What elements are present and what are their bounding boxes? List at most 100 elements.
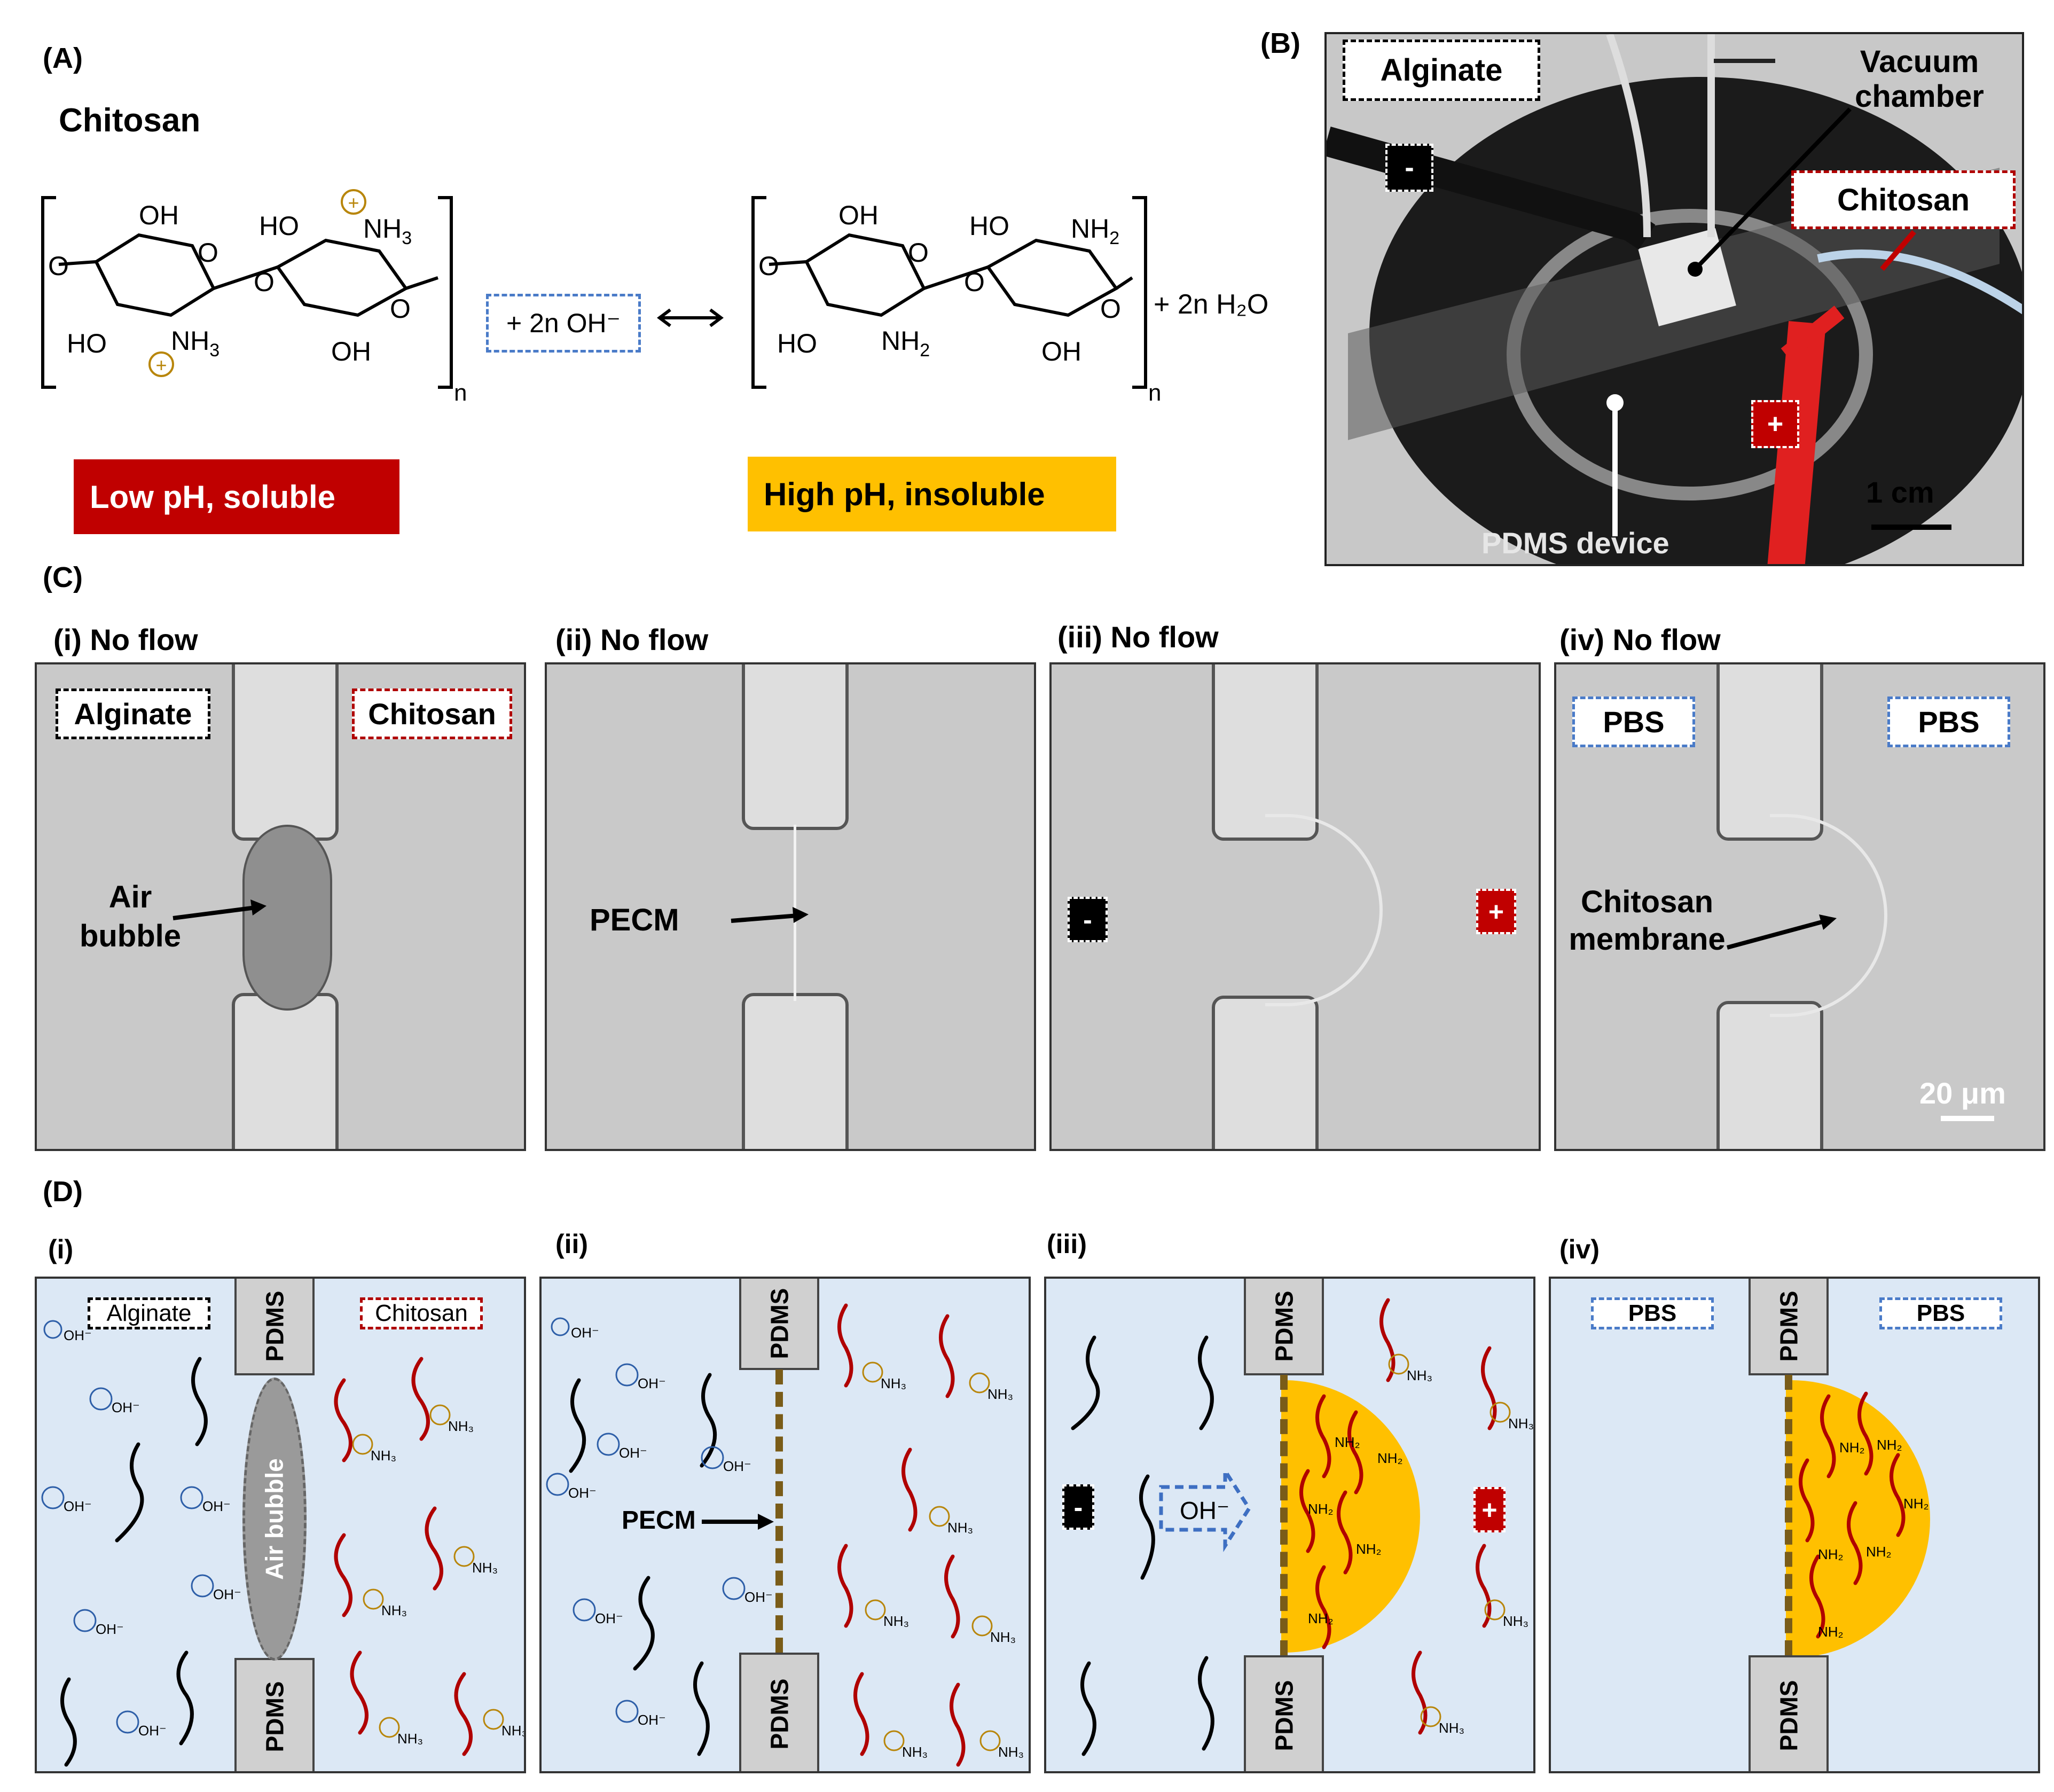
c-title-3: (iii) No flow bbox=[1057, 620, 1219, 654]
svg-text:NH₃: NH₃ bbox=[448, 1418, 474, 1434]
svg-text:NH₃: NH₃ bbox=[472, 1560, 498, 1576]
svg-text:NH₂: NH₂ bbox=[1377, 1450, 1403, 1466]
svg-text:NH₃: NH₃ bbox=[1407, 1367, 1432, 1383]
pdms-block-top: PDMS bbox=[1749, 1279, 1829, 1375]
svg-text:O: O bbox=[964, 267, 985, 297]
photo-minus-electrode: - bbox=[1385, 144, 1433, 192]
svg-text:NH₂: NH₂ bbox=[1866, 1544, 1892, 1560]
high-ph-badge: High pH, insoluble bbox=[748, 457, 1116, 531]
c-title-2: (ii) No flow bbox=[555, 623, 709, 656]
pdms-post-bottom bbox=[742, 993, 849, 1149]
svg-text:NH2: NH2 bbox=[881, 326, 930, 361]
d4-pbs-right: PBS bbox=[1879, 1297, 2002, 1329]
pdms-post-bottom bbox=[1716, 1001, 1823, 1149]
svg-text:n: n bbox=[1148, 380, 1161, 406]
panel-c-label: (C) bbox=[43, 561, 83, 593]
pdms-block-bottom: PDMS bbox=[739, 1653, 819, 1771]
d3-plus-electrode: + bbox=[1473, 1487, 1506, 1532]
svg-text:NH3: NH3 bbox=[171, 326, 219, 361]
svg-text:NH₂: NH₂ bbox=[1335, 1434, 1360, 1450]
c1-alginate-label: Alginate bbox=[56, 688, 210, 739]
c1-arrow bbox=[173, 899, 266, 920]
svg-text:OH: OH bbox=[838, 200, 879, 230]
svg-text:HO: HO bbox=[259, 211, 299, 241]
svg-text:NH₃: NH₃ bbox=[998, 1744, 1024, 1760]
schematic-d1: PDMS PDMS Air bubble Alginate Chitosan O… bbox=[35, 1277, 526, 1773]
air-bubble-shape: Air bubble bbox=[242, 1378, 307, 1661]
pdms-post-top bbox=[232, 664, 339, 841]
oh-reagent-box: + 2n OH⁻ bbox=[486, 294, 641, 353]
pdms-post-top bbox=[1212, 664, 1319, 841]
c-title-4: (iv) No flow bbox=[1559, 623, 1721, 656]
svg-text:NH₃: NH₃ bbox=[501, 1723, 526, 1739]
panel-a-label: (A) bbox=[43, 42, 83, 74]
svg-text:NH₃: NH₃ bbox=[381, 1602, 407, 1618]
device-photo: Alginate Vacuum chamber Chitosan - + PDM… bbox=[1324, 32, 2024, 566]
svg-text:NH₃: NH₃ bbox=[1503, 1613, 1528, 1629]
d-title-4: (iv) bbox=[1559, 1234, 1600, 1264]
svg-text:O: O bbox=[908, 238, 929, 268]
svg-text:O: O bbox=[48, 251, 69, 281]
svg-text:NH₃: NH₃ bbox=[947, 1520, 973, 1536]
svg-text:NH₃: NH₃ bbox=[990, 1629, 1016, 1645]
micrograph-c3: - + bbox=[1049, 662, 1541, 1151]
svg-text:HO: HO bbox=[777, 328, 817, 358]
membrane-label: Chitosan membrane bbox=[1569, 885, 1726, 957]
c4-scale-bar bbox=[1941, 1116, 1994, 1121]
photo-alginate-label: Alginate bbox=[1343, 40, 1540, 101]
svg-text:NH₂: NH₂ bbox=[1818, 1546, 1844, 1562]
svg-text:NH₃: NH₃ bbox=[397, 1731, 423, 1747]
svg-text:OH⁻: OH⁻ bbox=[638, 1375, 666, 1391]
svg-text:OH⁻: OH⁻ bbox=[571, 1325, 599, 1341]
svg-text:OH⁻: OH⁻ bbox=[138, 1723, 167, 1739]
c4-scale-label: 20 μm bbox=[1919, 1076, 2006, 1110]
svg-text:O: O bbox=[198, 238, 218, 268]
svg-text:OH⁻: OH⁻ bbox=[744, 1589, 773, 1605]
pecm-dashed-line bbox=[775, 1370, 783, 1653]
chitosan-structures: + + OH HO NH3 HO NH3 OH O O O O n OH HO … bbox=[41, 189, 1161, 406]
photo-plus-electrode: + bbox=[1751, 400, 1799, 448]
pdms-block-top: PDMS bbox=[234, 1279, 315, 1375]
svg-text:OH⁻: OH⁻ bbox=[64, 1327, 92, 1343]
pdms-block-top: PDMS bbox=[739, 1279, 819, 1370]
svg-text:OH: OH bbox=[1041, 337, 1081, 366]
panel-a-title: Chitosan bbox=[59, 102, 201, 139]
svg-text:+: + bbox=[155, 354, 167, 376]
svg-text:NH2: NH2 bbox=[1071, 214, 1119, 248]
photo-pdms-label: PDMS device bbox=[1481, 526, 1669, 560]
pdms-block-bottom: PDMS bbox=[1749, 1655, 1829, 1771]
svg-text:NH₂: NH₂ bbox=[1839, 1439, 1865, 1455]
d1-chitosan-label: Chitosan bbox=[360, 1297, 483, 1329]
d1-alginate-label: Alginate bbox=[88, 1297, 210, 1329]
photo-vacuum-label: Vacuum chamber bbox=[1855, 44, 1984, 114]
panel-b-label: (B) bbox=[1260, 27, 1300, 59]
svg-text:OH⁻: OH⁻ bbox=[64, 1498, 92, 1514]
d-title-2: (ii) bbox=[555, 1229, 589, 1259]
d2-pecm-label: PECM bbox=[622, 1506, 696, 1535]
svg-text:+: + bbox=[348, 192, 359, 214]
svg-text:NH₃: NH₃ bbox=[883, 1613, 909, 1629]
d-title-3: (iii) bbox=[1047, 1229, 1087, 1259]
svg-text:OH⁻: OH⁻ bbox=[96, 1621, 124, 1637]
pdms-post-bottom bbox=[232, 993, 339, 1149]
water-product: + 2n H₂O bbox=[1154, 289, 1269, 320]
c-title-1: (i) No flow bbox=[53, 623, 198, 656]
svg-text:NH₂: NH₂ bbox=[1356, 1541, 1382, 1557]
d3-minus-electrode: - bbox=[1062, 1484, 1094, 1530]
panel-d-label: (D) bbox=[43, 1176, 83, 1208]
svg-text:NH₃: NH₃ bbox=[1508, 1415, 1534, 1431]
svg-text:OH⁻: OH⁻ bbox=[213, 1586, 241, 1602]
pecm-dashed-line bbox=[1280, 1375, 1288, 1655]
svg-text:NH₂: NH₂ bbox=[1877, 1437, 1902, 1453]
c2-arrow bbox=[731, 907, 809, 923]
svg-text:OH⁻: OH⁻ bbox=[595, 1610, 623, 1626]
air-bubble-image bbox=[242, 825, 332, 1011]
d4-pbs-left: PBS bbox=[1591, 1297, 1714, 1329]
svg-text:OH⁻: OH⁻ bbox=[619, 1445, 647, 1461]
c1-chitosan-label: Chitosan bbox=[352, 688, 512, 739]
pdms-post-bottom bbox=[1212, 996, 1319, 1149]
svg-text:OH⁻: OH⁻ bbox=[1180, 1497, 1229, 1524]
